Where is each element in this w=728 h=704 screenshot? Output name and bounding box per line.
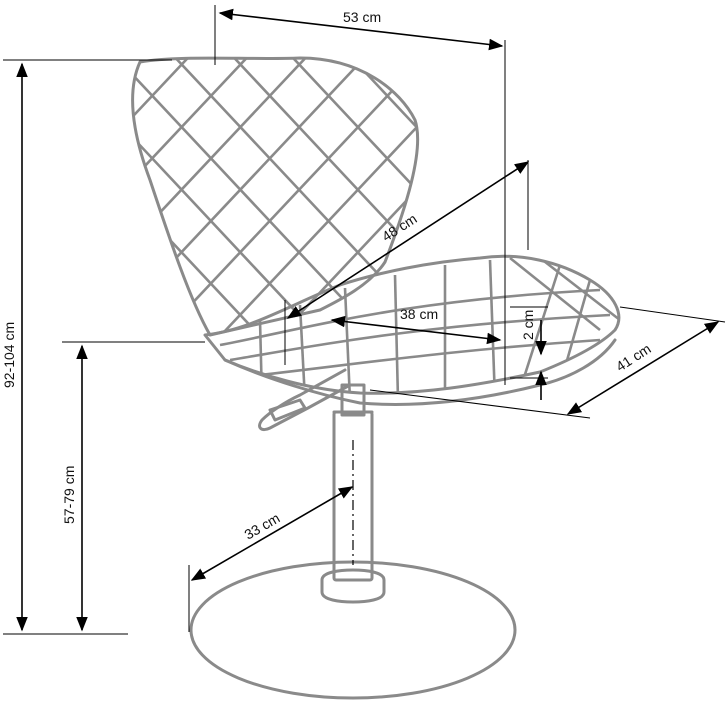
dim-92-104-label: 92-104 cm [1,322,17,388]
dim-33-line [190,486,354,581]
dim-38-label: 38 cm [400,306,438,322]
dim-48-label: 48 cm [379,210,420,244]
height-lever [258,368,352,432]
dim-33-label: 33 cm [242,510,283,543]
dim-53-label: 53 cm [343,9,381,25]
dim-41-line [566,321,720,415]
dim-53-line [218,8,504,51]
dim-41-label: 41 cm [613,340,654,374]
dim-38-line [330,315,502,345]
dim-57-79-label: 57-79 cm [61,466,77,524]
chair-drawing [131,56,621,700]
base-collar [320,568,386,604]
dim-2-label: 2 cm [520,310,536,340]
dim-48-line [286,161,530,319]
round-base [189,560,517,700]
gas-column-top [340,383,366,417]
dimensions: 53 cm 48 cm 38 cm 2 cm 41 cm 92-104 cm 5… [1,5,726,635]
